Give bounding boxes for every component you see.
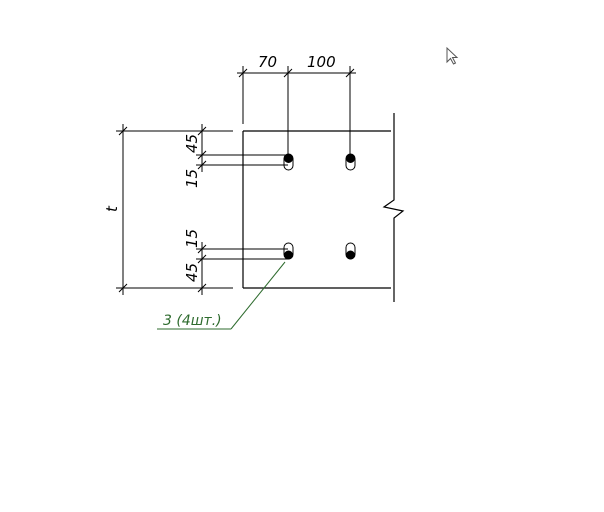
dim-label-45-top: 45 (183, 134, 201, 153)
dim-label-45-bottom: 45 (183, 263, 201, 282)
extension-lines (116, 130, 288, 289)
vertical-dimension-chain: 45 15 15 45 (183, 124, 207, 295)
bolt-hole-bottom-left (283, 242, 294, 260)
break-line (382, 113, 405, 302)
dim-label-15-bottom: 15 (183, 229, 201, 248)
callout-label: 3 (4шт.) (163, 313, 222, 329)
dim-label-t: t (103, 205, 121, 212)
bolt-hole-top-left (283, 153, 294, 171)
bolt-hole-top-right (345, 153, 356, 171)
plate-outline (242, 113, 405, 302)
bolt-hole-bottom-right (345, 242, 356, 260)
mouse-pointer-icon (446, 46, 459, 65)
callout: 3 (4шт.) (157, 261, 286, 330)
top-dimension: 70 100 (237, 53, 356, 155)
overall-dimension: t (103, 124, 128, 295)
dim-label-70: 70 (258, 53, 277, 71)
dim-label-100: 100 (307, 53, 336, 71)
dim-label-15-top: 15 (183, 169, 201, 188)
